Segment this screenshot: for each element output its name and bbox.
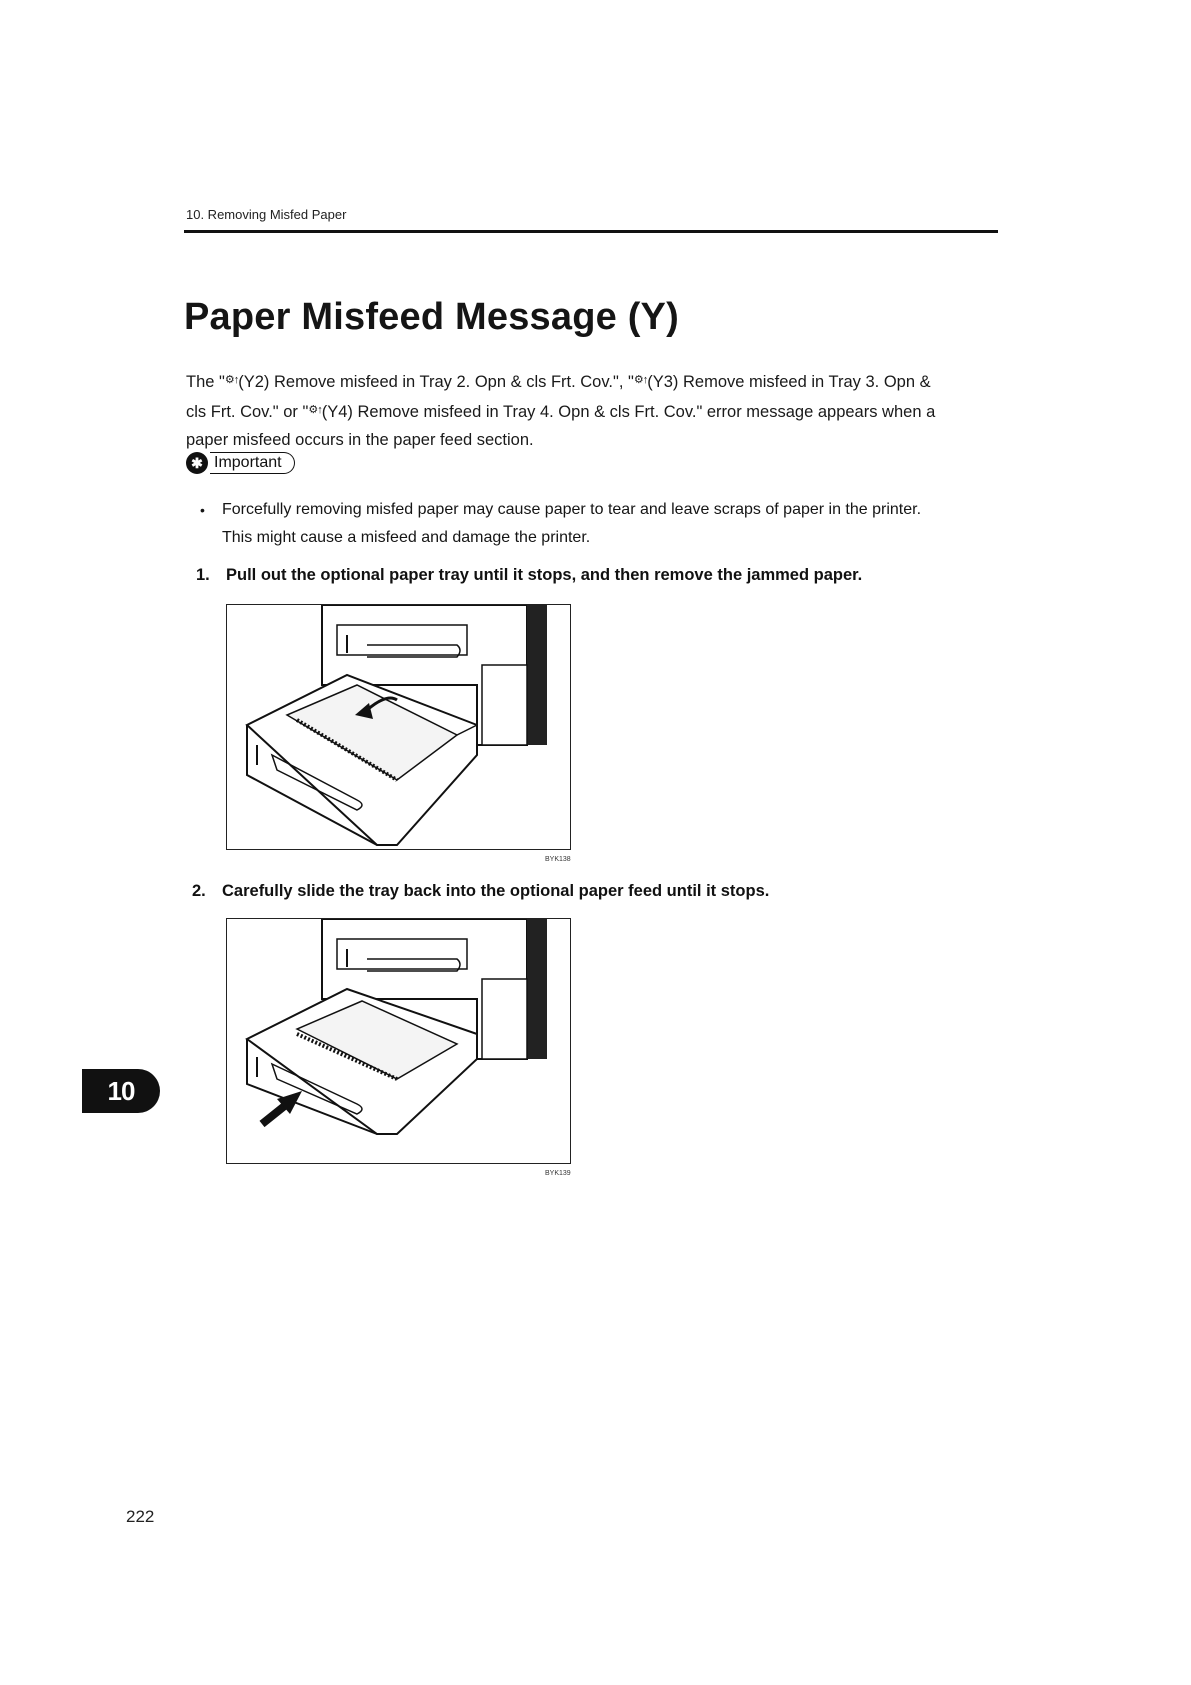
step-2-number: 2.: [192, 882, 206, 900]
figure-slide-tray-back: [226, 918, 571, 1164]
page-number: 222: [126, 1507, 155, 1526]
intro-line-1: The "⚙↑(Y2) Remove misfeed in Tray 2. Op…: [186, 373, 931, 391]
figure-code: BYK138: [545, 856, 571, 863]
step-1: 1. Pull out the optional paper tray until…: [196, 566, 862, 585]
step-1-number: 1.: [196, 566, 210, 584]
running-head: 10. Removing Misfed Paper: [186, 207, 347, 222]
step-1-text: Pull out the optional paper tray until i…: [226, 566, 863, 584]
bullet-dot-icon: •: [200, 502, 205, 518]
bullet-line-1: Forcefully removing misfed paper may cau…: [222, 501, 922, 518]
intro-line-2: cls Frt. Cov." or "⚙↑(Y4) Remove misfeed…: [186, 403, 936, 421]
chapter-tab: 10: [82, 1069, 160, 1113]
misfeed-symbol-icon: ⚙↑: [308, 404, 322, 416]
important-icon: ✱: [186, 452, 208, 474]
step-2: 2. Carefully slide the tray back into the…: [192, 882, 769, 901]
important-bullet: • Forcefully removing misfed paper may c…: [200, 496, 1000, 552]
intro-paragraph: The "⚙↑(Y2) Remove misfeed in Tray 2. Op…: [186, 366, 1001, 454]
step-2-text: Carefully slide the tray back into the o…: [222, 882, 770, 900]
bullet-line-2: This might cause a misfeed and damage th…: [222, 529, 591, 546]
misfeed-symbol-icon: ⚙↑: [224, 374, 239, 386]
important-label: Important: [210, 452, 295, 474]
intro-line-3: paper misfeed occurs in the paper feed s…: [186, 431, 534, 449]
figure-code: BYK139: [545, 1170, 571, 1177]
page-title: Paper Misfeed Message (Y): [184, 296, 679, 338]
tray-slide-back-illustration: [245, 919, 547, 1135]
misfeed-symbol-icon: ⚙↑: [633, 374, 648, 386]
tray-pull-out-illustration: [245, 605, 547, 846]
figure-pull-out-tray: [226, 604, 571, 850]
header-rule: [184, 230, 998, 233]
important-heading: ✱ Important: [186, 451, 295, 475]
